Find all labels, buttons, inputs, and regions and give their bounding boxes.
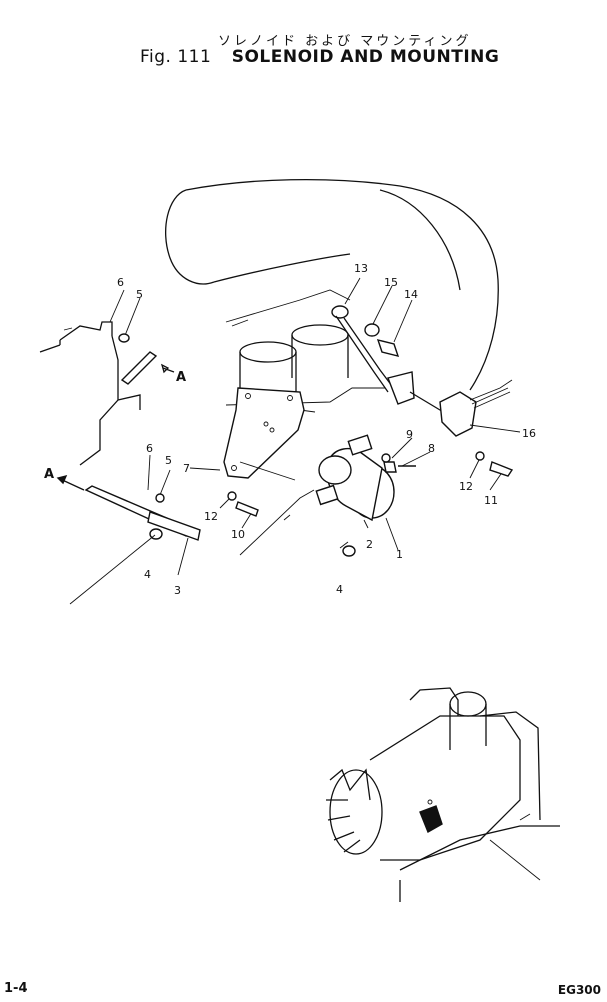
part-label-6-top: 6 bbox=[117, 276, 124, 289]
part-label-10: 10 bbox=[231, 528, 245, 541]
part-label-11: 11 bbox=[484, 494, 498, 507]
part-label-12-left: 12 bbox=[204, 510, 218, 523]
part-label-1: 1 bbox=[396, 548, 403, 561]
part-label-9: 9 bbox=[406, 428, 413, 441]
small-bracket-top bbox=[120, 351, 175, 385]
engine-block-left bbox=[39, 321, 141, 466]
arrow-a-left-label: A bbox=[44, 467, 54, 482]
page-number: 1-4 bbox=[4, 981, 28, 996]
part-label-2: 2 bbox=[366, 538, 373, 551]
lever-arm bbox=[84, 485, 356, 557]
switch-unit bbox=[439, 379, 513, 437]
part-label-7: 7 bbox=[183, 462, 190, 475]
part-label-13: 13 bbox=[354, 262, 368, 275]
part-label-3: 3 bbox=[174, 584, 181, 597]
part-label-6-lower: 6 bbox=[146, 442, 153, 455]
leader-lines bbox=[69, 277, 521, 605]
part-label-5-top: 5 bbox=[136, 288, 143, 301]
title-japanese: ソレノイド および マウンティング bbox=[218, 34, 472, 49]
part-label-16: 16 bbox=[522, 427, 536, 440]
arrow-a-top-label: A bbox=[176, 370, 186, 385]
part-label-5-lower: 5 bbox=[165, 454, 172, 467]
figure-code: EG300 bbox=[557, 983, 601, 997]
part-labels: 1 2 3 4 4 5 5 6 6 7 8 9 10 11 12 12 13 1… bbox=[117, 262, 536, 597]
part-label-4-right: 4 bbox=[336, 583, 343, 596]
solenoid-body bbox=[315, 434, 395, 522]
fasteners bbox=[118, 323, 514, 517]
part-label-14: 14 bbox=[404, 288, 418, 301]
link-rod bbox=[331, 305, 457, 421]
part-label-8: 8 bbox=[428, 442, 435, 455]
direction-arrows: A A bbox=[44, 370, 186, 491]
part-label-4-left: 4 bbox=[144, 568, 151, 581]
part-label-12-right: 12 bbox=[459, 480, 473, 493]
part-label-15: 15 bbox=[384, 276, 398, 289]
engine-housing-outline bbox=[164, 178, 499, 413]
mounting-bracket-plate bbox=[223, 387, 305, 479]
engine-locator-inset bbox=[326, 687, 560, 902]
figure-title: Fig. 111 SOLENOID AND MOUNTING bbox=[140, 47, 499, 67]
figure-title-text: SOLENOID AND MOUNTING bbox=[231, 47, 500, 67]
figure-number: Fig. 111 bbox=[140, 47, 212, 67]
